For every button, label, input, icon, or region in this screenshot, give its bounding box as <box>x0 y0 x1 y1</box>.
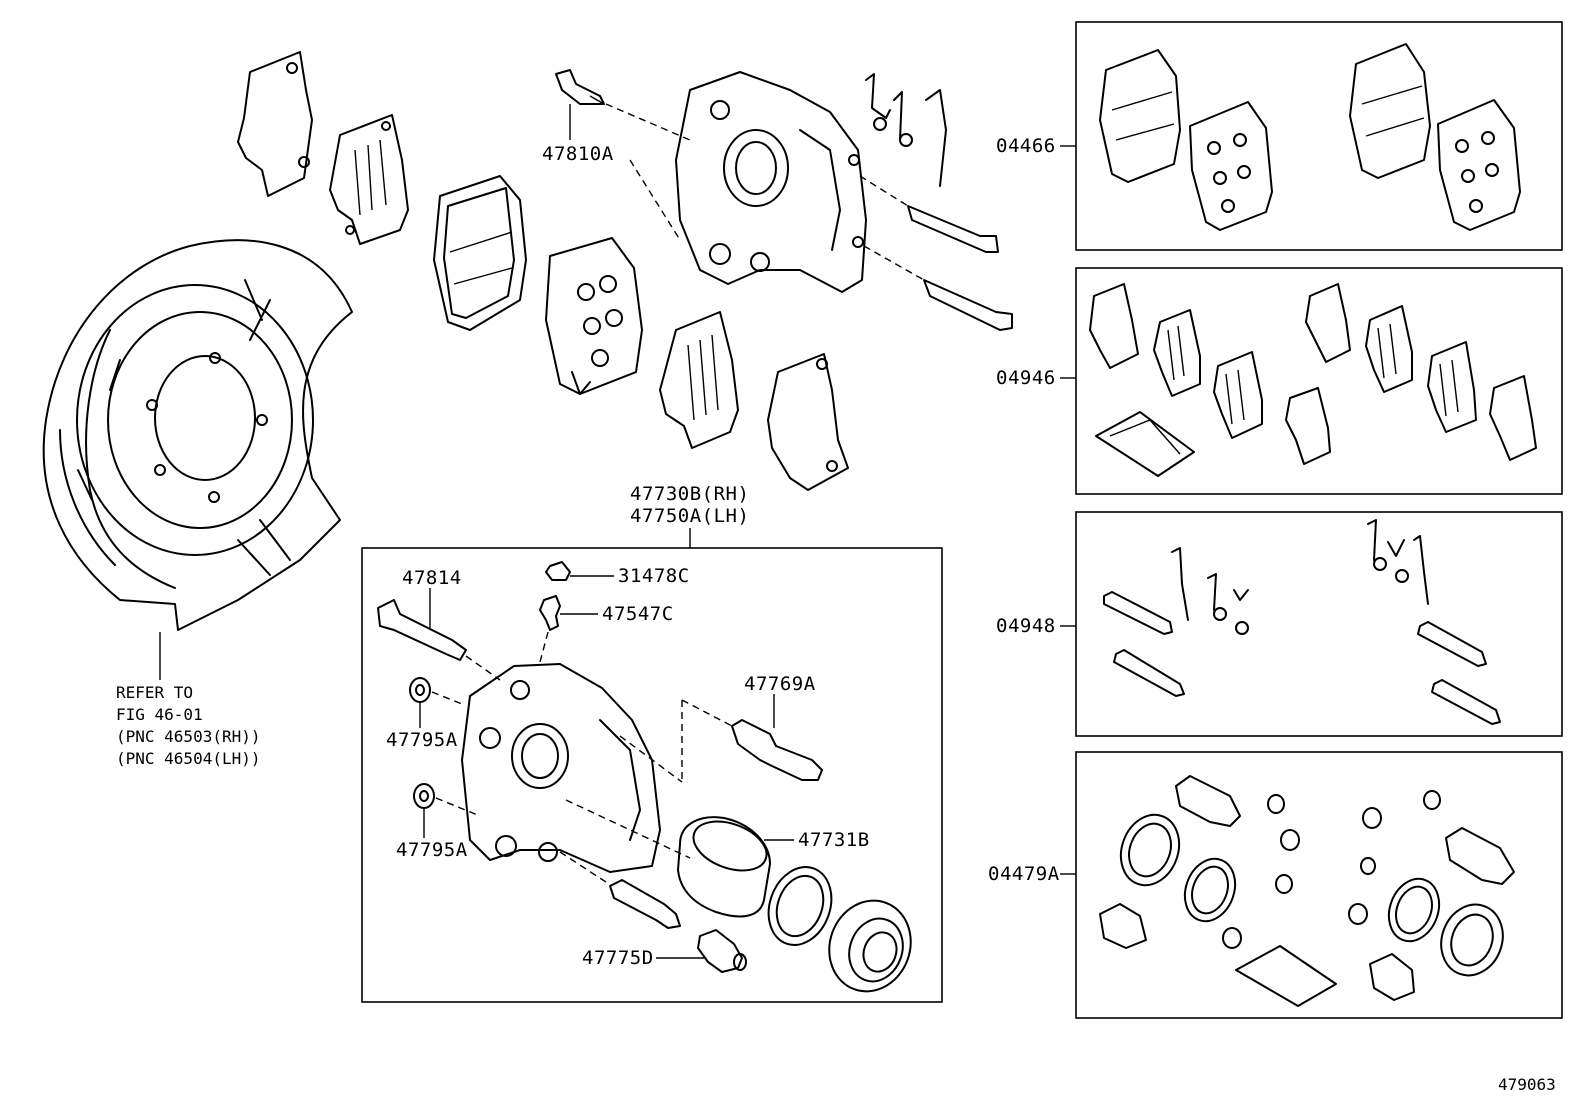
callout-47730B: 47730B(RH) <box>630 483 749 505</box>
kit-box-04479A <box>1075 751 1563 1019</box>
piston-47731B <box>677 816 771 918</box>
kit-box-04466 <box>1075 21 1563 251</box>
caliper-bolt-47814 <box>377 599 467 661</box>
guide-pin-lower <box>923 279 1013 331</box>
guide-pin-upper <box>907 205 999 253</box>
kit-box-04946 <box>1075 267 1563 495</box>
callout-31478C: 31478C <box>618 565 690 587</box>
kit-04479A-seals-and-boots <box>1099 775 1515 1007</box>
refer-line-2: FIG 46-01 <box>116 705 203 724</box>
kit-04946-shims <box>1089 283 1537 477</box>
anti-squeal-shim-inner-upper <box>329 114 409 245</box>
caliper-mounting-bracket-upper <box>675 71 867 293</box>
kit-label-04946: 04946 <box>996 367 1056 389</box>
callout-47769A: 47769A <box>744 673 816 695</box>
anti-squeal-shim-lower-right <box>767 353 849 491</box>
kit-04466-pads <box>1099 43 1521 231</box>
disc-brake-pad-outer <box>433 175 527 331</box>
figure-id: 479063 <box>1498 1075 1556 1094</box>
washer-47795A-upper <box>409 677 431 703</box>
bleeder-cap-31478C <box>545 561 571 581</box>
bushing-47775D <box>697 929 747 973</box>
cylinder-boot <box>828 899 912 993</box>
slide-pin-47769A <box>731 719 823 781</box>
caliper-bolt-upper <box>555 69 605 105</box>
disc-brake-dust-shield <box>42 239 353 680</box>
anti-squeal-shim-inner-lower <box>659 311 739 449</box>
caliper-body-lower <box>461 663 661 873</box>
callout-47795A-1: 47795A <box>386 729 458 751</box>
bleeder-plug-47547C <box>539 595 561 631</box>
callout-47731B: 47731B <box>798 829 870 851</box>
pad-support-spring-upper <box>865 73 947 187</box>
kit-label-04466: 04466 <box>996 135 1056 157</box>
refer-line-3: (PNC 46503(RH)) <box>116 727 261 746</box>
callout-47814: 47814 <box>402 567 462 589</box>
callout-47810A: 47810A <box>542 143 614 165</box>
piston-seal <box>767 866 833 946</box>
callout-47547C: 47547C <box>602 603 674 625</box>
callout-47750A: 47750A(LH) <box>630 505 749 527</box>
kit-label-04479A: 04479A <box>988 863 1060 885</box>
callout-47795A-2: 47795A <box>396 839 468 861</box>
washer-47795A-lower <box>413 783 435 809</box>
refer-line-1: REFER TO <box>116 683 193 702</box>
kit-box-04948 <box>1075 511 1563 737</box>
refer-line-4: (PNC 46504(LH)) <box>116 749 261 768</box>
anti-squeal-shim-upper-left <box>237 51 313 197</box>
callout-47775D: 47775D <box>582 947 654 969</box>
slide-pin-47775 <box>609 879 681 929</box>
disc-brake-pad-inner <box>545 237 643 395</box>
kit-04948-springs-and-pins <box>1103 519 1501 725</box>
caliper-assembly-box <box>361 547 943 1003</box>
kit-label-04948: 04948 <box>996 615 1056 637</box>
